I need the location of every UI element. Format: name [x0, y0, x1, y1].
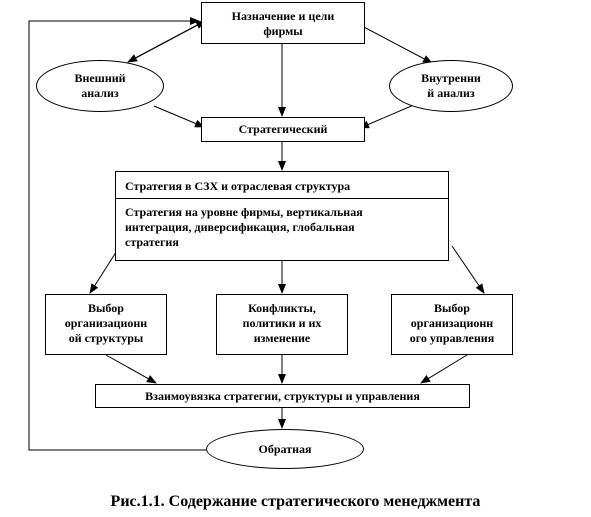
figure-caption: Рис.1.1. Содержание стратегического мене… [110, 493, 481, 510]
external-analysis-line1: Внешний [74, 71, 126, 85]
arrow-org-management-to-linkage [420, 354, 468, 384]
internal-analysis-ellipse: Внутренни й анализ [389, 60, 513, 112]
internal-analysis-line1: Внутренни [421, 71, 481, 85]
linkage-box: Взаимоувязка стратегии, структуры и упра… [95, 384, 470, 408]
org-management-line1: Выбор [434, 301, 470, 315]
org-management-line2: организационн [410, 316, 494, 330]
arrow-external-to-mission [127, 20, 206, 63]
mission-goals-line1: Назначение и цели [231, 9, 335, 23]
sbu-strategy-label: Стратегия в СЗХ и отраслевая структура [125, 179, 351, 193]
org-structure-line1: Выбор [88, 301, 124, 315]
firm-strategy-line2: интеграция, диверсификация, глобальная [125, 220, 355, 234]
feedback-loop-line [28, 17, 206, 451]
arrow-external-to-strategic [153, 105, 205, 128]
mission-goals-box: Назначение и цели фирмы [201, 2, 365, 44]
firm-strategy-line3: стратегия [125, 235, 179, 249]
internal-analysis-line2: й анализ [427, 86, 475, 100]
conflicts-line2: политики и их [242, 316, 322, 330]
strategic-label: Стратегический [238, 122, 328, 136]
arrow-internal-to-strategic [359, 103, 417, 129]
arrow-block-to-org-management [451, 245, 485, 294]
firm-strategy-line1: Стратегия на уровне фирмы, вертикальная [125, 205, 363, 219]
feedback-ellipse: Обратная [206, 429, 364, 469]
conflicts-line1: Конфликты, [248, 301, 316, 315]
org-structure-line2: организационн [64, 316, 148, 330]
conflicts-box: Конфликты, политики и их изменение [216, 294, 348, 355]
org-structure-box: Выбор организационн ой структуры [45, 294, 167, 355]
arrow-mission-to-internal [359, 24, 433, 64]
conflicts-line3: изменение [253, 331, 311, 345]
external-analysis-ellipse: Внешний анализ [36, 60, 164, 112]
feedback-label: Обратная [258, 441, 312, 456]
org-management-line3: ого управления [409, 331, 495, 345]
firm-strategy-row: Стратегия на уровне фирмы, вертикальная … [116, 199, 448, 250]
org-structure-line3: ой структуры [68, 331, 144, 345]
linkage-label: Взаимоувязка стратегии, структуры и упра… [145, 388, 420, 403]
strategy-block: Стратегия в СЗХ и отраслевая структура С… [115, 171, 449, 261]
mission-goals-line2: фирмы [263, 24, 303, 38]
external-analysis-line2: анализ [81, 86, 119, 100]
org-management-box: Выбор организационн ого управления [391, 294, 513, 355]
arrow-org-structure-to-linkage [105, 354, 157, 384]
sbu-strategy-row: Стратегия в СЗХ и отраслевая структура [116, 172, 448, 199]
strategic-box: Стратегический [201, 117, 365, 142]
